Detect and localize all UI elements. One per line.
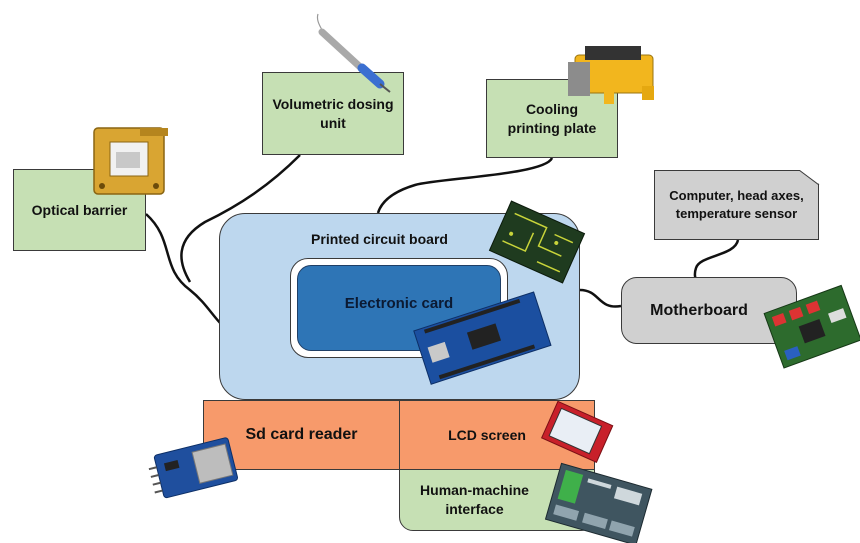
computer-sensors-box: Computer, head axes, temperature sensor <box>654 170 819 240</box>
document-fold-icon <box>798 170 820 186</box>
cooling-printing-plate-label: Cooling printing plate <box>507 100 597 136</box>
sd-card-reader-box: Sd card reader <box>203 400 400 470</box>
electronic-card-frame: Electronic card <box>290 258 508 358</box>
motherboard-box: Motherboard <box>621 277 797 344</box>
human-machine-interface-box: Human-machine interface <box>399 469 595 531</box>
wire-cooling-plate <box>376 157 554 214</box>
computer-sensors-label: Computer, head axes, temperature sensor <box>669 188 804 221</box>
motherboard-label: Motherboard <box>650 301 748 319</box>
volumetric-dosing-unit-box: Volumetric dosing unit <box>262 72 404 155</box>
lcd-screen-label: LCD screen <box>448 427 526 443</box>
optical-barrier-box: Optical barrier <box>13 169 146 251</box>
optical-barrier-label: Optical barrier <box>31 201 128 218</box>
wire-dosing-unit <box>180 154 301 283</box>
volumetric-dosing-unit-label: Volumetric dosing unit <box>272 95 394 131</box>
human-machine-interface-label: Human-machine interface <box>420 482 529 517</box>
cooling-printing-plate-box: Cooling printing plate <box>486 79 618 158</box>
printed-circuit-board-label: Printed circuit board <box>311 231 448 247</box>
electronic-card: Electronic card <box>297 265 501 351</box>
wire-optical-barrier <box>145 213 223 326</box>
wire-motherboard <box>579 288 622 308</box>
electronic-card-label: Electronic card <box>344 294 454 312</box>
sd-card-reader-label: Sd card reader <box>245 426 358 443</box>
lcd-screen-box: LCD screen <box>399 400 595 470</box>
